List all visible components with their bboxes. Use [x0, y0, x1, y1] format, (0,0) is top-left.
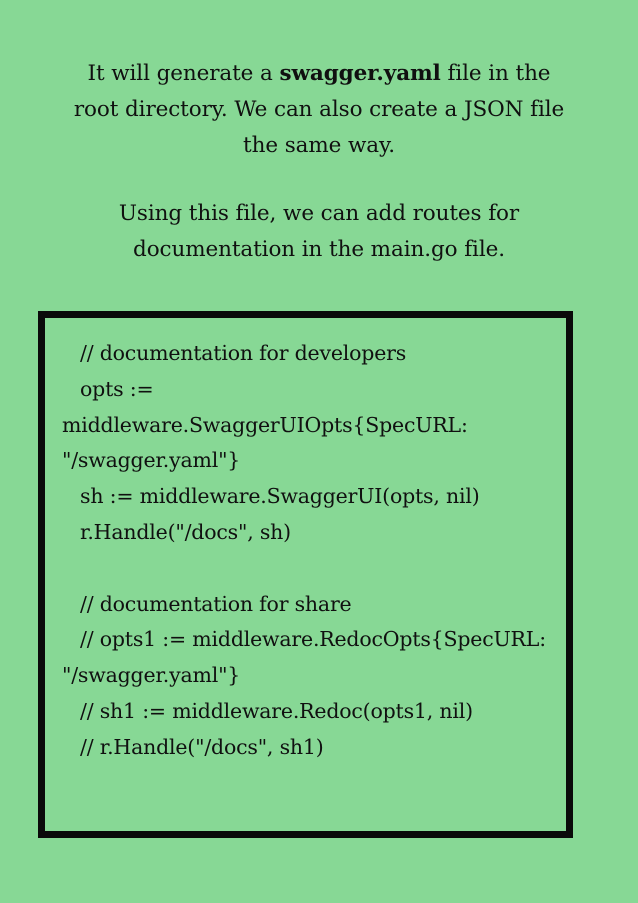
code-line-text: sh := middleware.SwaggerUI(opts, nil)	[80, 484, 480, 509]
code-line-text: // documentation for share	[80, 591, 352, 616]
paragraph-swagger-yaml-intro: It will generate a swagger.yaml file in …	[69, 0, 569, 164]
code-line: sh := middleware.SwaggerUI(opts, nil)	[62, 479, 556, 515]
paragraph-routes-instruction: Using this file, we can add routes for d…	[118, 201, 520, 262]
code-indent	[62, 520, 80, 544]
code-line-text: opts := middleware.SwaggerUIOpts{SpecURL…	[62, 376, 468, 473]
code-line: // opts1 := middleware.RedocOpts{SpecURL…	[62, 622, 556, 694]
code-line-text: // r.Handle("/docs", sh1)	[80, 734, 324, 759]
code-line-text: // opts1 := middleware.RedocOpts{SpecURL…	[62, 627, 546, 688]
code-line: // documentation for developers	[62, 336, 556, 372]
code-line-text: // sh1 := middleware.Redoc(opts1, nil)	[80, 698, 473, 723]
code-indent	[62, 484, 80, 508]
paragraph-1-before-bold: It will generate a	[87, 61, 280, 86]
code-line-text: // documentation for developers	[80, 341, 407, 365]
code-indent	[62, 699, 80, 723]
code-line: r.Handle("/docs", sh)	[62, 515, 556, 551]
code-indent	[62, 627, 80, 651]
code-indent	[62, 341, 80, 365]
code-line: // sh1 := middleware.Redoc(opts1, nil)	[62, 694, 556, 730]
code-line: opts := middleware.SwaggerUIOpts{SpecURL…	[62, 372, 556, 479]
code-line-list: // documentation for developers opts := m…	[62, 336, 556, 766]
code-line-text: r.Handle("/docs", sh)	[80, 519, 291, 544]
code-line-blank	[62, 551, 556, 587]
inline-code-swagger-yaml: swagger.yaml	[279, 61, 441, 86]
code-indent	[62, 592, 80, 616]
paragraph-1-after-bold: file in the root directory. We can also …	[73, 61, 565, 158]
code-line: // r.Handle("/docs", sh1)	[62, 730, 556, 766]
code-line: // documentation for share	[62, 587, 556, 623]
code-block: // documentation for developers opts := m…	[38, 311, 573, 838]
code-indent	[62, 735, 80, 759]
code-indent	[62, 377, 80, 401]
